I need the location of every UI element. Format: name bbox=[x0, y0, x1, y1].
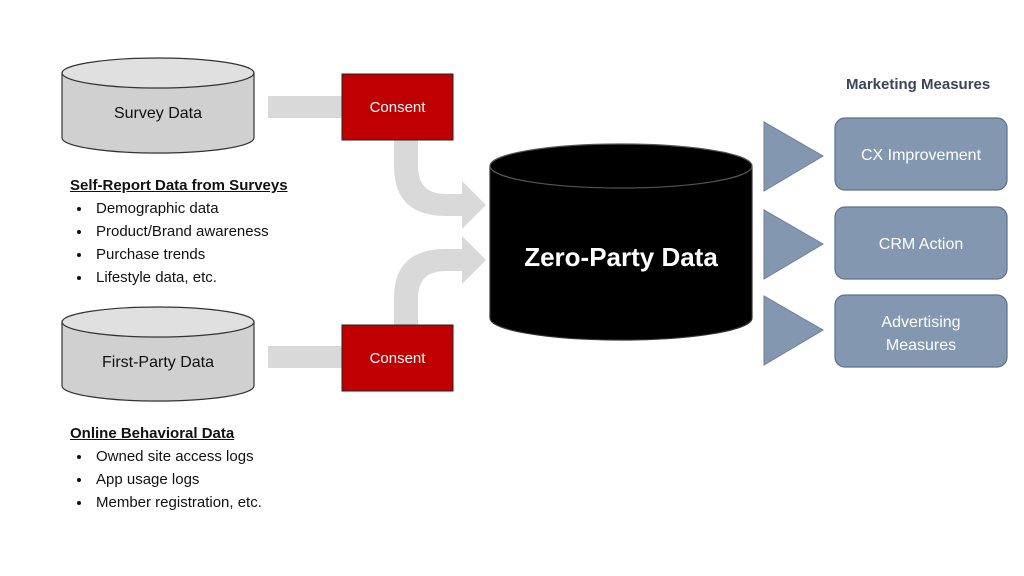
measure-box-cx-improvement: CX Improvement bbox=[834, 117, 1008, 191]
triangle-arrow-cx bbox=[763, 121, 824, 192]
measure-label-advertising-line1: Advertising bbox=[881, 314, 960, 331]
first-party-data-cylinder: First-Party Data bbox=[61, 306, 255, 402]
survey-bullet-list: Demographic data Product/Brand awareness… bbox=[70, 197, 269, 289]
survey-data-label: Survey Data bbox=[114, 105, 202, 122]
online-behavioral-bullet-item: Member registration, etc. bbox=[92, 491, 262, 514]
online-behavioral-bullet-item: App usage logs bbox=[92, 468, 262, 491]
survey-section-heading: Self-Report Data from Surveys bbox=[70, 177, 288, 194]
survey-to-consent-bar bbox=[268, 96, 346, 118]
measure-box-advertising-measures: Advertising Measures bbox=[834, 294, 1008, 368]
zero-party-data-label: Zero-Party Data bbox=[524, 242, 718, 272]
triangle-arrow-advertising bbox=[763, 295, 824, 366]
measure-label-cx-improvement: CX Improvement bbox=[861, 147, 982, 164]
triangle-arrow-crm bbox=[763, 209, 824, 280]
first-party-data-label: First-Party Data bbox=[102, 354, 214, 371]
measure-box-crm-action: CRM Action bbox=[834, 206, 1008, 280]
top-consent-to-hub-arrow bbox=[394, 140, 486, 229]
measure-label-crm-action: CRM Action bbox=[879, 236, 963, 253]
consent-box-top: Consent bbox=[341, 73, 454, 141]
survey-bullet-item: Demographic data bbox=[92, 197, 269, 220]
online-behavioral-bullet-item: Owned site access logs bbox=[92, 445, 262, 468]
survey-data-cylinder: Survey Data bbox=[61, 57, 255, 154]
consent-label-bottom: Consent bbox=[370, 350, 427, 367]
online-behavioral-bullet-list: Owned site access logs App usage logs Me… bbox=[70, 445, 262, 514]
survey-bullet-item: Purchase trends bbox=[92, 243, 269, 266]
online-behavioral-section-heading: Online Behavioral Data bbox=[70, 425, 235, 442]
zero-party-data-cylinder: Zero-Party Data bbox=[489, 143, 753, 341]
measure-label-advertising-line2: Measures bbox=[886, 337, 956, 354]
consent-box-bottom: Consent bbox=[341, 324, 454, 392]
bottom-consent-to-hub-arrow bbox=[394, 236, 486, 325]
consent-label-top: Consent bbox=[370, 99, 427, 116]
marketing-measures-title: Marketing Measures bbox=[846, 76, 991, 93]
survey-bullet-item: Product/Brand awareness bbox=[92, 220, 269, 243]
firstparty-to-consent-bar bbox=[268, 346, 346, 368]
survey-bullet-item: Lifestyle data, etc. bbox=[92, 266, 269, 289]
